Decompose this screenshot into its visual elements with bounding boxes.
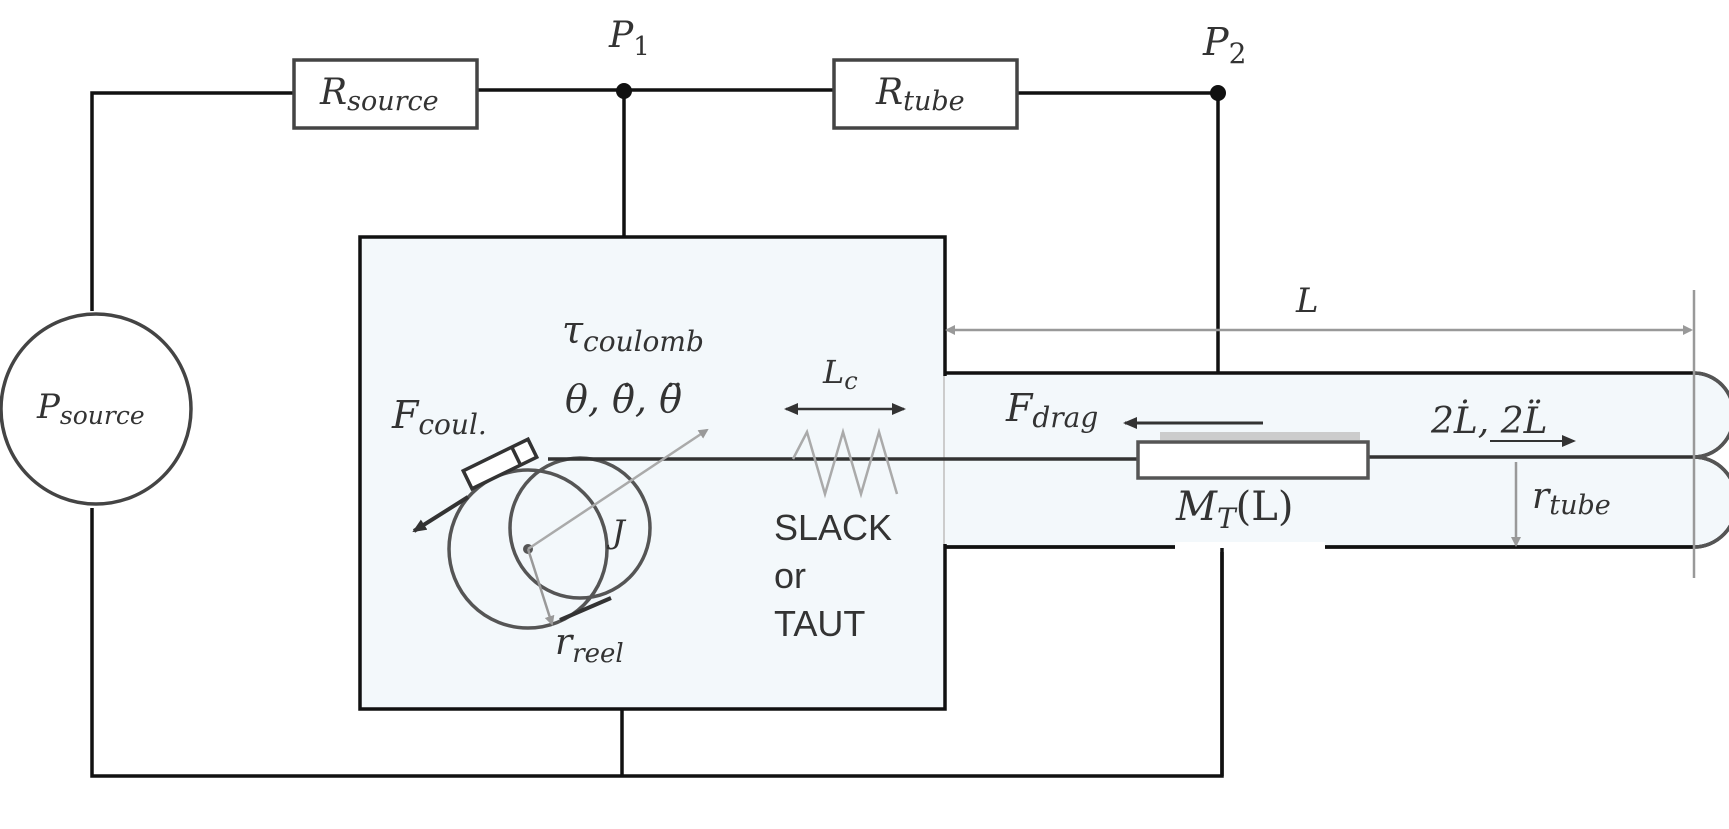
p-source-circle <box>0 312 193 506</box>
r-tube-radius-label: rtube <box>1532 476 1611 521</box>
l-dot-label: 2L̇, 2L̈ <box>1430 400 1548 442</box>
brake-pad <box>460 436 540 492</box>
r-source-resistor <box>292 58 479 130</box>
f-coul-arrow <box>412 495 470 533</box>
tether-mass <box>1136 440 1370 480</box>
r-reel-arrow <box>526 548 555 626</box>
wire-source-top <box>90 91 293 311</box>
reel <box>447 455 1694 630</box>
slack-spring <box>791 427 899 499</box>
f-drag-label: Fdrag <box>1005 386 1098 434</box>
mass-label: MT(L) <box>1175 484 1293 535</box>
f-coul-label: Fcoul. <box>391 393 487 441</box>
p2-label: P2 <box>1202 20 1246 70</box>
tether-mass-shadow <box>1160 432 1360 440</box>
wire-tube-gap <box>1175 542 1325 552</box>
r-source-label: Rsource <box>319 72 439 117</box>
p2-junction <box>1210 85 1226 101</box>
length-label: L <box>1295 281 1319 321</box>
reel-rim-lower <box>559 596 612 622</box>
tau-coulomb-label: τcoulomb <box>562 308 704 358</box>
theta-vector-arrow <box>527 428 709 551</box>
p1-junction <box>616 83 632 99</box>
p1-label: P1 <box>608 15 650 62</box>
lc-label: Lc <box>822 353 858 395</box>
r-tube-label: Rtube <box>875 72 965 117</box>
theta-state-label: θ, θ̇, θ̈ <box>565 377 682 421</box>
r-tube-resistor <box>832 58 1019 130</box>
slack-taut-label: SLACK or TAUT <box>774 507 902 644</box>
p-source-label: Psource <box>36 387 145 430</box>
inertia-label: J <box>606 513 627 551</box>
r-reel-label: rreel <box>555 622 624 669</box>
reel-box <box>358 235 947 711</box>
reel-front-disc <box>447 468 609 630</box>
